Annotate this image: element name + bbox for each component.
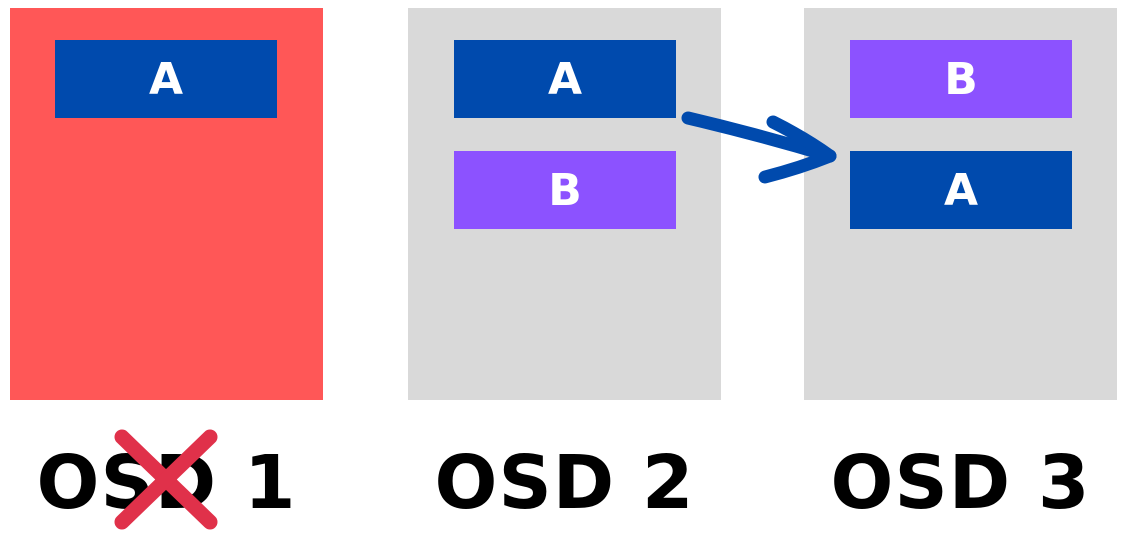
osd-2-box: A B [408,8,721,400]
osd-1-box: A [10,8,323,400]
osd-3-label: OSD 3 [830,440,1091,526]
block-a: A [454,40,676,118]
cross-icon [114,429,218,530]
osd-2-label: OSD 2 [434,440,695,526]
osd-3-box: B A [804,8,1117,400]
arrow-icon [681,111,837,184]
block-b: B [850,40,1072,118]
block-a: A [850,151,1072,229]
block-a: A [55,40,277,118]
block-b: B [454,151,676,229]
